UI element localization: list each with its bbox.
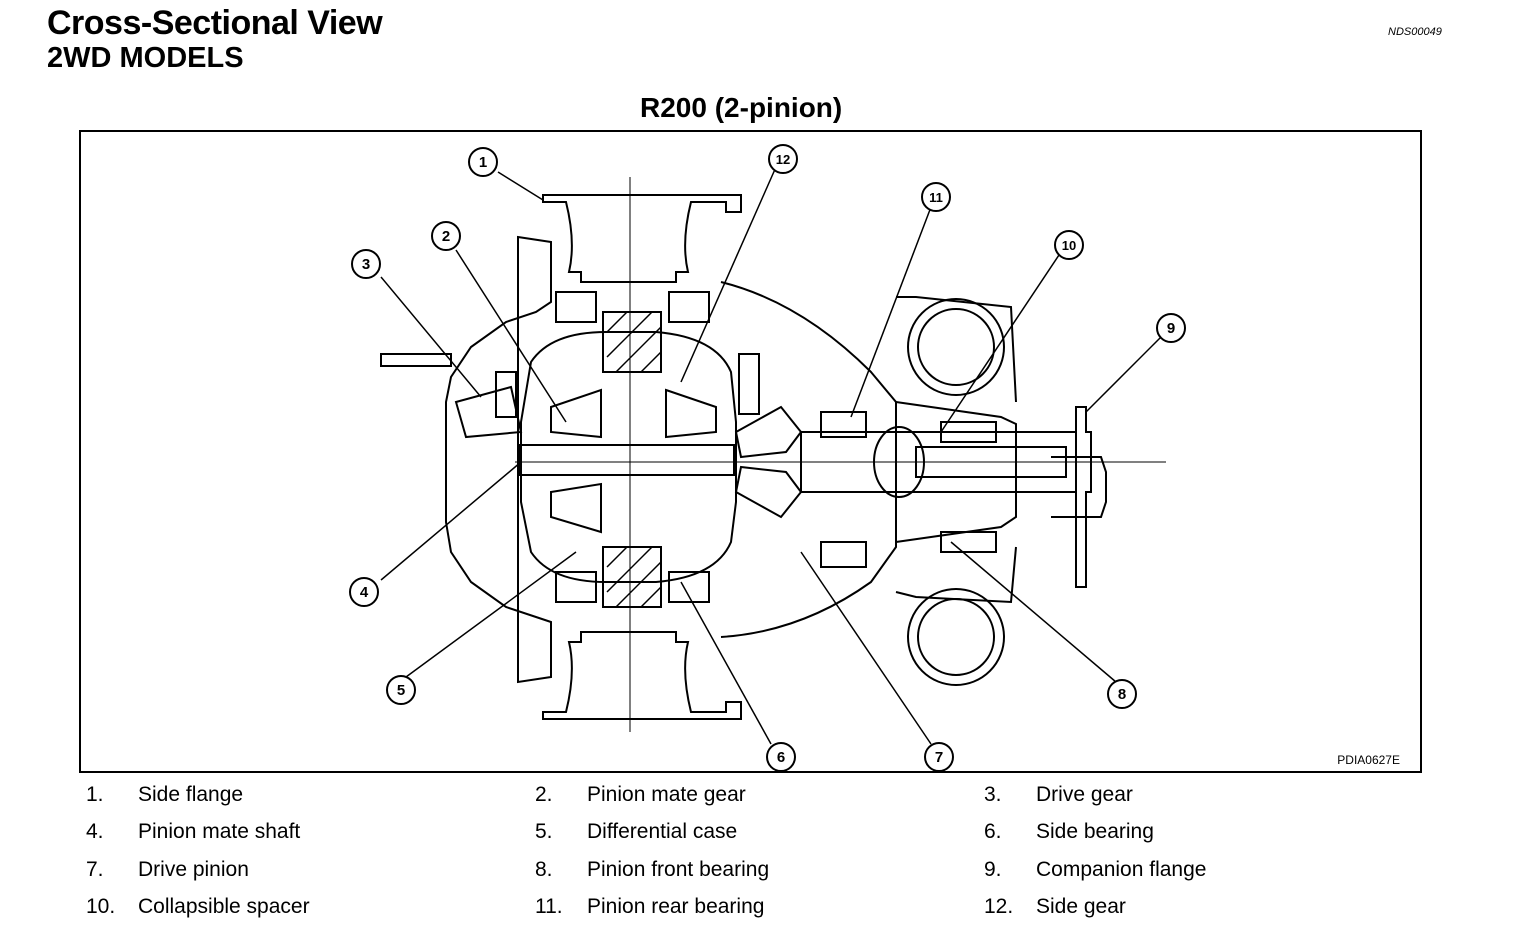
callout-1: 1: [468, 147, 498, 177]
pinion-mate-shaft: [518, 444, 735, 476]
callout-9: 9: [1156, 313, 1186, 343]
differential-case: [520, 331, 737, 583]
pinion-shaft-inner: [915, 446, 1067, 478]
svg-text:12: 12: [776, 152, 790, 167]
pinion-front-bearing-bottom: [940, 531, 997, 553]
svg-text:8: 8: [1118, 686, 1126, 703]
right-pinion-mate-gear: [665, 388, 717, 439]
companion-flange-plate: [1075, 406, 1092, 588]
page-subtitle: 2WD MODELS: [47, 42, 244, 74]
svg-text:11: 11: [929, 190, 943, 205]
housing-left-outline: [445, 235, 552, 684]
callout-11: 11: [921, 182, 951, 212]
callout-7: 7: [924, 742, 954, 771]
lower-side-bearing: [555, 571, 597, 603]
svg-text:3: 3: [362, 256, 370, 273]
upper-side-gear: [602, 311, 662, 373]
ring-bolt-right: [738, 353, 760, 415]
svg-text:6: 6: [777, 749, 785, 766]
figure-code: PDIA0627E: [1337, 753, 1400, 767]
ring-bolt-left: [495, 371, 517, 418]
drive-gear-left: [454, 385, 523, 439]
lower-side-flange: [542, 631, 742, 720]
pinion-rear-bearing-bottom: [820, 541, 867, 568]
upper-side-flange: [542, 194, 742, 283]
callout-5: 5: [386, 675, 416, 705]
lower-right-bearing: [668, 571, 710, 603]
gear-hatching: [606, 311, 662, 608]
upper-mount-outer: [907, 298, 1005, 396]
diagram-title: R200 (2-pinion): [640, 92, 843, 123]
cross-section-drawing: [380, 166, 1166, 745]
upper-side-bearing: [555, 291, 597, 323]
callout-3: 3: [351, 249, 381, 279]
collapsible-spacer: [873, 426, 925, 498]
svg-text:9: 9: [1167, 320, 1175, 337]
leader-lines: [380, 166, 1162, 745]
page-title: Cross-Sectional View: [47, 4, 383, 42]
lower-pinion-mate-gear: [550, 482, 602, 534]
svg-text:1: 1: [479, 154, 487, 171]
callout-layer: 1 2 3 4 5 6 7 8: [349, 144, 1186, 771]
diagram-frame: 1 2 3 4 5 6 7 8: [79, 130, 1422, 773]
drive-gear-lower: [734, 465, 803, 519]
svg-text:2: 2: [442, 228, 450, 245]
upper-mount-bracket: [896, 296, 1017, 403]
lower-side-gear: [602, 546, 662, 608]
drive-gear-upper: [734, 405, 803, 459]
lower-mount-bracket: [895, 546, 1017, 604]
upper-pinion-mate-gear: [550, 388, 602, 439]
callout-4: 4: [349, 577, 379, 607]
svg-text:7: 7: [935, 749, 943, 766]
callout-12: 12: [768, 144, 798, 174]
companion-flange-nut: [1051, 456, 1107, 518]
document-code: NDS00049: [1388, 26, 1442, 38]
pinion-nose-outline: [895, 401, 1017, 543]
callout-6: 6: [766, 742, 796, 771]
upper-right-bearing: [668, 291, 710, 323]
svg-text:5: 5: [397, 682, 405, 699]
pinion-rear-bearing-top: [820, 411, 867, 438]
callout-10: 10: [1054, 230, 1084, 260]
callout-2: 2: [431, 221, 461, 251]
callout-8: 8: [1107, 679, 1137, 709]
lower-mount-outer: [907, 588, 1005, 686]
svg-text:10: 10: [1062, 238, 1076, 253]
svg-text:4: 4: [360, 584, 369, 601]
upper-mount-inner: [917, 308, 995, 386]
